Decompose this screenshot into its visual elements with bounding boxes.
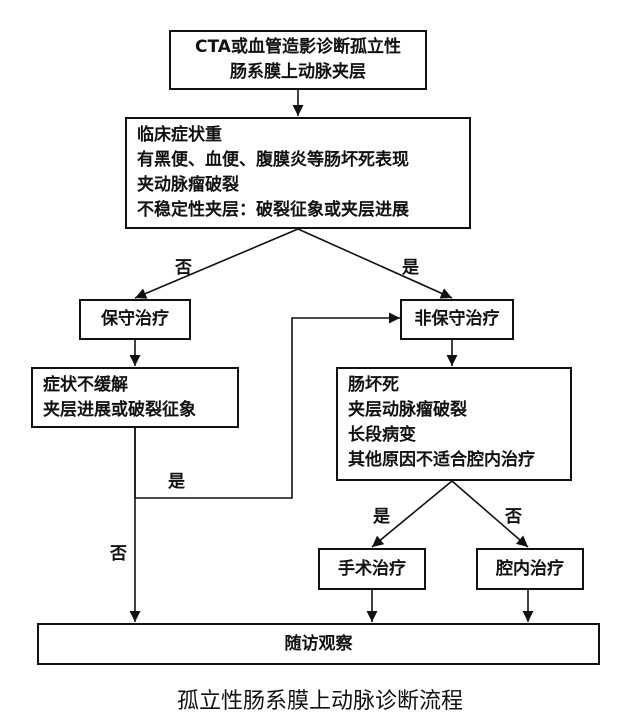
arrow-criteria-to-conservative [134, 228, 299, 299]
node-criteria: 临床症状重 有黑便、血便、腹膜炎等肠坏死表现 夹动脉瘤破裂 不稳定性夹层：破裂征… [125, 117, 471, 229]
node-criteria-line-3: 夹动脉瘤破裂 [137, 175, 239, 195]
node-non-conservative-label: 非保守治疗 [414, 309, 500, 329]
node-not-relieved: 症状不缓解 夹层进展或破裂征象 [31, 367, 239, 428]
node-indications-line-4: 其他原因不适合腔内治疗 [348, 450, 535, 470]
node-start: CTA或血管造影诊断孤立性 肠系膜上动脉夹层 [169, 30, 427, 90]
node-criteria-line-2: 有黑便、血便、腹膜炎等肠坏死表现 [137, 150, 409, 170]
node-conservative: 保守治疗 [79, 299, 191, 340]
label-yes-to-surgery: 是 [373, 507, 390, 527]
node-conservative-label: 保守治疗 [101, 309, 169, 329]
node-criteria-line-4: 不稳定性夹层：破裂征象或夹层进展 [137, 200, 409, 220]
label-no-to-conservative: 否 [175, 258, 192, 278]
node-endovascular: 腔内治疗 [476, 548, 584, 590]
arrow-criteria-to-nonconservative [297, 228, 453, 299]
arrow-indications-to-surgery [371, 480, 453, 548]
node-follow-up: 随访观察 [37, 623, 600, 665]
node-endovascular-label: 腔内治疗 [496, 558, 564, 579]
node-indications-line-1: 肠坏死 [348, 375, 399, 395]
node-start-line-1: CTA或血管造影诊断孤立性 [195, 37, 401, 57]
label-no-to-endovascular: 否 [505, 507, 522, 527]
node-start-line-2: 肠系膜上动脉夹层 [230, 62, 366, 82]
arrow-indications-to-endovascular [451, 480, 529, 548]
node-not-relieved-line-1: 症状不缓解 [43, 375, 128, 395]
node-follow-up-label: 随访观察 [284, 633, 353, 654]
label-yes-cross: 是 [168, 472, 185, 492]
node-indications: 肠坏死 夹层动脉瘤破裂 长段病变 其他原因不适合腔内治疗 [336, 367, 572, 481]
node-surgery-label: 手术治疗 [338, 558, 406, 579]
node-criteria-line-1: 临床症状重 [137, 125, 222, 145]
node-indications-line-2: 夹层动脉瘤破裂 [348, 400, 467, 420]
node-indications-line-3: 长段病变 [348, 425, 416, 445]
node-not-relieved-line-2: 夹层进展或破裂征象 [43, 400, 196, 420]
node-surgery: 手术治疗 [318, 548, 426, 590]
label-no-to-followup: 否 [110, 544, 127, 564]
label-yes-to-nonconservative: 是 [402, 258, 419, 278]
figure-caption: 孤立性肠系膜上动脉诊断流程 [176, 689, 463, 714]
node-non-conservative: 非保守治疗 [400, 299, 514, 340]
